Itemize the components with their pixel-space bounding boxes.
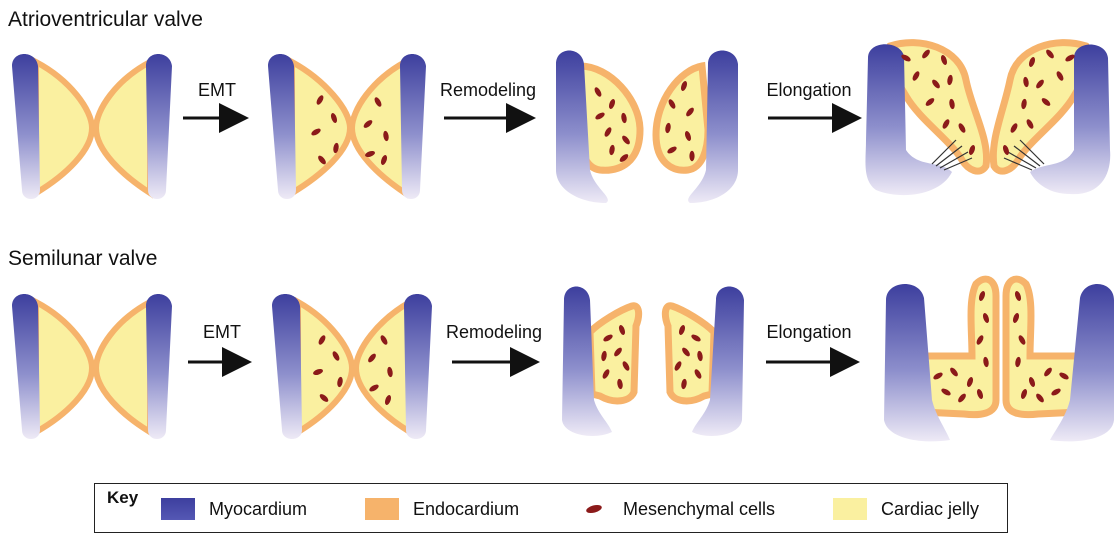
endocardium-leaflet: [922, 279, 996, 415]
av-stage1: [12, 54, 172, 199]
sl-stage4: [884, 279, 1114, 441]
endocardium-cushion: [356, 302, 410, 432]
endocardium-cushion: [96, 302, 150, 432]
sl-stage3: [562, 287, 744, 437]
endocardium-cushion: [298, 302, 352, 432]
myocardium-wall: [12, 54, 40, 199]
myocardium-wall: [12, 294, 40, 439]
endocardium-cushion: [656, 66, 708, 170]
key-label-cardiac-jelly: Cardiac jelly: [881, 499, 979, 520]
av-stage4: [865, 43, 1110, 196]
key-label-mesenchymal: Mesenchymal cells: [623, 499, 775, 520]
key-label-endocardium: Endocardium: [413, 499, 519, 520]
endocardium-cushion: [96, 62, 150, 193]
valve-diagram: [0, 0, 1115, 480]
sl-stage2: [272, 294, 432, 439]
key-legend: Key Myocardium Endocardium Mesenchymal c…: [94, 483, 1008, 533]
endocardium-cushion: [352, 62, 405, 193]
sl-stage1: [12, 294, 172, 439]
endocardium-swatch: [365, 498, 399, 520]
myocardium-wall: [404, 294, 432, 439]
myocardium-wall: [146, 54, 172, 199]
key-label-myocardium: Myocardium: [209, 499, 307, 520]
myocardium-swatch: [161, 498, 195, 520]
endocardium-cushion: [292, 62, 350, 193]
key-item-endocardium: Endocardium: [365, 498, 519, 520]
av-stage2: [268, 54, 426, 199]
myocardium-wall: [146, 294, 172, 439]
myocardium-wall: [272, 294, 302, 439]
key-item-myocardium: Myocardium: [161, 498, 307, 520]
myocardium-wall: [400, 54, 426, 199]
mesenchymal-cell-swatch: [577, 498, 611, 520]
key-item-mesenchymal: Mesenchymal cells: [577, 498, 775, 520]
key-item-cardiac-jelly: Cardiac jelly: [833, 498, 979, 520]
av-stage3: [556, 51, 738, 204]
endocardium-cushion: [36, 62, 92, 193]
key-title: Key: [107, 488, 138, 508]
endocardium-cushion: [36, 302, 92, 432]
cardiac-jelly-swatch: [833, 498, 867, 520]
myocardium-wall: [268, 54, 296, 199]
